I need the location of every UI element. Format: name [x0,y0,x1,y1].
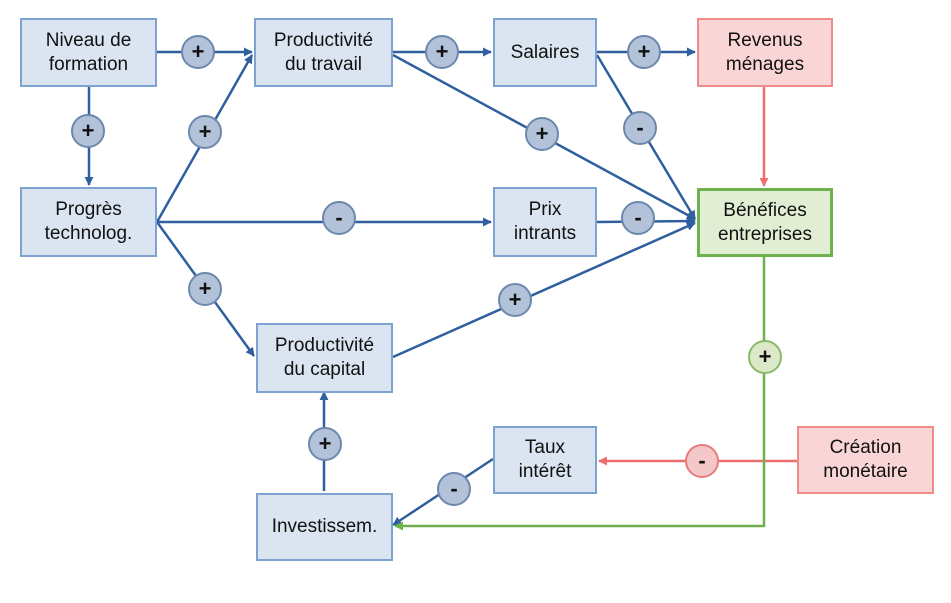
node-productivite-travail: Productivité du travail [254,18,393,87]
sign-progres-travail: + [188,115,222,149]
sign-formation-travail: + [181,35,215,69]
node-taux-interet: Taux intérêt [493,426,597,494]
edge-capital-benefices [392,221,696,359]
node-niveau-formation: Niveau de formation [20,18,157,87]
sign-capital-benefices: + [498,283,532,317]
sign-prix-benefices: - [621,201,655,235]
sign-taux-investissem: - [437,472,471,506]
sign-travail-benefices: + [525,117,559,151]
node-investissem: Investissem. [256,493,393,561]
node-salaires: Salaires [493,18,597,87]
node-productivite-capital: Productivité du capital [256,323,393,393]
node-creation-monetaire: Création monétaire [797,426,934,494]
node-benefices-entreprises: Bénéfices entreprises [697,188,833,257]
node-progres-technolog: Progrès technolog. [20,187,157,257]
sign-investissem-capital: + [308,427,342,461]
sign-benefices-investissem: + [748,340,782,374]
sign-progres-prix: - [322,201,356,235]
sign-formation-progres: + [71,114,105,148]
sign-salaires-revenus: + [627,35,661,69]
sign-travail-salaires: + [425,35,459,69]
node-prix-intrants: Prix intrants [493,187,597,257]
sign-progres-capital: + [188,272,222,306]
sign-creation-taux: - [685,444,719,478]
sign-salaires-benefices: - [623,111,657,145]
node-revenus-menages: Revenus ménages [697,18,833,87]
